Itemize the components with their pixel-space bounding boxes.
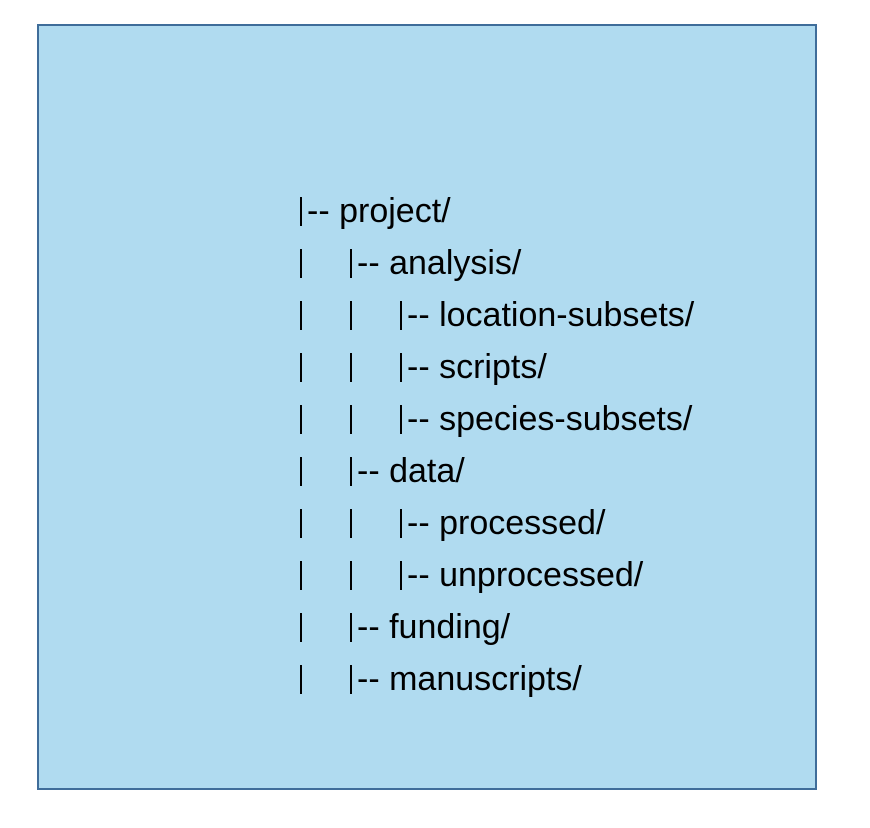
tree-branch-bar — [350, 249, 352, 278]
tree-branch-bar — [300, 301, 302, 330]
tree-branch-bar — [400, 561, 402, 590]
tree-branch-bar — [400, 301, 402, 330]
tree-branch-bar — [300, 509, 302, 538]
tree-item-label: -- species-subsets/ — [407, 400, 693, 438]
tree-item-label: -- location-subsets/ — [407, 296, 695, 334]
tree-branch-bar — [350, 509, 352, 538]
tree-branch-bar — [350, 457, 352, 486]
tree-item-label: -- analysis/ — [357, 244, 522, 282]
tree-item-label: -- manuscripts/ — [357, 660, 582, 698]
tree-branch-bar — [300, 457, 302, 486]
tree-branch-bar — [300, 405, 302, 434]
tree-branch-bar — [350, 613, 352, 642]
tree-branch-bar — [350, 665, 352, 694]
tree-branch-bar — [400, 509, 402, 538]
tree-item-label: -- unprocessed/ — [407, 556, 644, 594]
tree-item-label: -- funding/ — [357, 608, 511, 646]
tree-branch-bar — [350, 561, 352, 590]
tree-branch-bar — [300, 561, 302, 590]
tree-branch-bar — [300, 353, 302, 382]
tree-branch-bar — [300, 665, 302, 694]
tree-branch-bar — [350, 353, 352, 382]
tree-item-label: -- processed/ — [407, 504, 606, 542]
tree-branch-bar — [400, 405, 402, 434]
tree-branch-bar — [350, 405, 352, 434]
tree-item-label: -- project/ — [307, 192, 451, 230]
tree-branch-bar — [300, 197, 302, 226]
tree-branch-bar — [300, 613, 302, 642]
directory-tree-panel: -- project/ -- analysis/ -- location-sub… — [37, 24, 817, 790]
tree-branch-bar — [350, 301, 352, 330]
tree-item-label: -- data/ — [357, 452, 465, 490]
tree-branch-bar — [400, 353, 402, 382]
tree-branch-bar — [300, 249, 302, 278]
tree-item-label: -- scripts/ — [407, 348, 547, 386]
